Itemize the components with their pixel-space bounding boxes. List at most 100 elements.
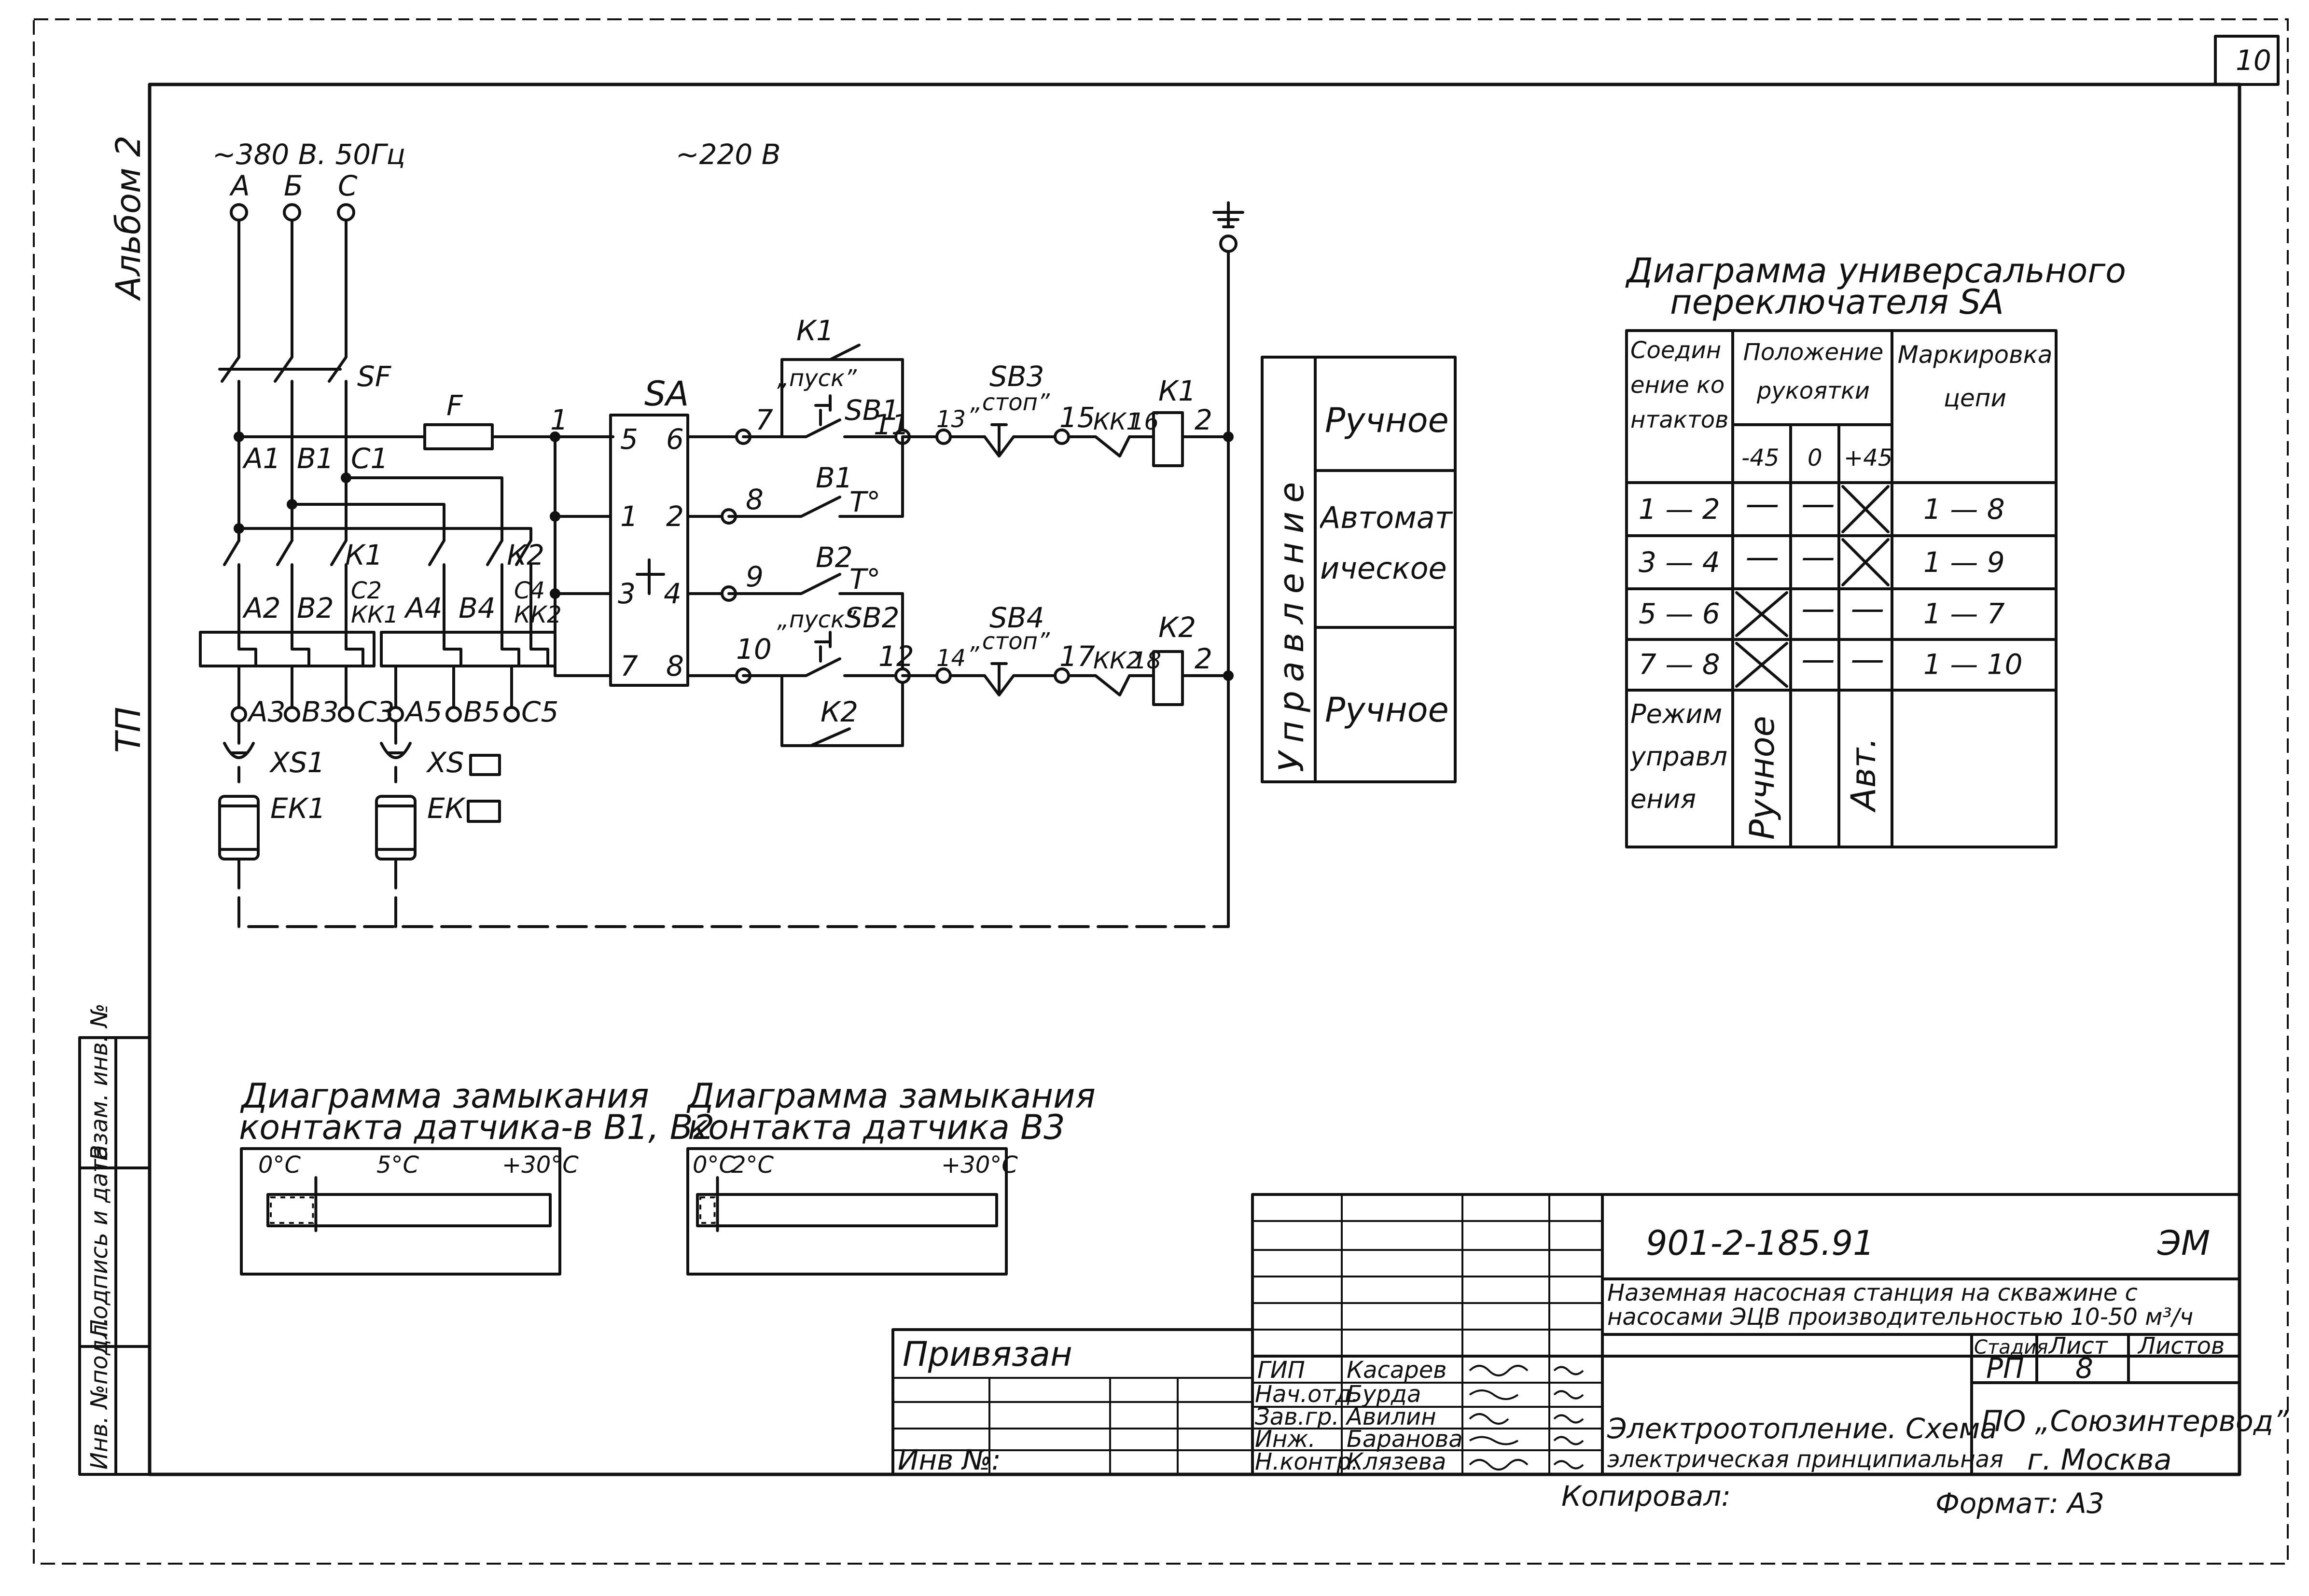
kk2-label: КК2	[1093, 647, 1141, 674]
sa-terminal-3: 3	[618, 577, 636, 610]
thermal-relay-kk2	[380, 631, 556, 667]
closure-range	[696, 1193, 998, 1227]
sa-closed-mark-icon	[1841, 538, 1890, 586]
closure2-title-2: контакта датчика В3	[688, 1108, 1065, 1147]
closure1-tick-0: 0°С	[258, 1152, 301, 1179]
phase-b-terminal	[283, 203, 301, 222]
name-head: Бурда	[1347, 1381, 1421, 1408]
album-label: Альбом 2	[109, 136, 148, 301]
sa-terminal-4: 4	[664, 577, 682, 610]
stage-value: РП	[1986, 1352, 2024, 1385]
sa-diagram-title-1: Диаграмма универсального	[1625, 251, 2126, 291]
coil-k2	[1152, 650, 1184, 706]
breaker-output-a1: А1	[242, 442, 281, 475]
k2-coil-label: К2	[1158, 611, 1196, 644]
output-c3: С3	[357, 695, 394, 728]
role-group: Зав.гр.	[1255, 1403, 1339, 1430]
role-norm: Н.контр.	[1255, 1448, 1359, 1475]
sa-terminal-8: 8	[666, 650, 684, 682]
heaters: XS1 XS ЕК1 ЕК	[218, 720, 1230, 928]
sa-row-contacts: 7 — 8	[1639, 648, 1720, 680]
closure2-tick-0: 0°С	[693, 1152, 736, 1179]
doc-mark: ЭМ	[2157, 1223, 2210, 1263]
switch-sa: SA 5 6 1 2 3 4 7 8 1	[550, 374, 689, 687]
doc-code: 901-2-185.91	[1646, 1223, 1875, 1263]
inv-label: Инв №:	[898, 1443, 1001, 1476]
sa-rows: 1 — 2——1 — 83 — 4——1 — 95 — 6——1 — 77 — …	[1639, 484, 2023, 688]
stamp-label-sign: Подпись и дата	[86, 1145, 113, 1337]
b2-sensor-label: В2	[816, 541, 853, 574]
sa-diagram-title-2: переключателя SA	[1670, 282, 2004, 322]
sa-header-marking: Маркировка цепи	[1897, 341, 2053, 412]
breaker-output-b1: В1	[297, 442, 334, 475]
wire-15: 15	[1059, 401, 1095, 434]
breaker-output-c1: С1	[351, 442, 388, 475]
wire-17: 17	[1059, 640, 1095, 673]
wire-14: 14	[936, 645, 966, 672]
sa-row-marking: 1 — 8	[1923, 493, 2005, 526]
sa-open-mark: —	[1745, 484, 1779, 524]
control-circuit: 7 8 9 10 К1 „пуск” SB1 11 В1 Т° В2 Т° К2…	[686, 201, 1244, 928]
thermal-contact-kk1	[1067, 435, 1155, 458]
role-gip: ГИП	[1257, 1357, 1305, 1384]
sa-terminal-2: 2	[666, 500, 684, 533]
sa-row-marking: 1 — 10	[1923, 648, 2023, 680]
sa-open-mark: —	[1850, 589, 1884, 628]
sheet-title-2: электрическая принципиальная	[1607, 1446, 2003, 1473]
wire-8: 8	[746, 483, 764, 516]
closure-diagram-b1b2: Диаграмма замыкания контакта датчика-в В…	[239, 1076, 714, 1276]
sa-closed-mark-icon	[1735, 591, 1788, 637]
wire-2a: 2	[1195, 403, 1212, 436]
sheet-value: 8	[2075, 1352, 2093, 1385]
closure2-tick-30: +30°С	[941, 1152, 1018, 1179]
closure2-title-1: Диаграмма замыкания	[686, 1076, 1096, 1116]
heater-ek1-label: ЕК1	[270, 792, 326, 825]
sa-mode-row-label: Режим управления	[1630, 699, 1727, 814]
coil-k1	[1152, 411, 1184, 467]
signatures-scribble	[1469, 1365, 1584, 1471]
stop-button-sb3	[983, 423, 1063, 458]
project-line-2: насосами ЭЦВ производительностью 10-50 м…	[1607, 1304, 2193, 1331]
section-label: ТП	[109, 707, 148, 753]
phase-a-label: А	[229, 169, 250, 202]
left-strip: Альбом 2 ТП Инв. №подл. Подпись и дата В…	[78, 136, 151, 1476]
breaker-label: SF	[357, 360, 392, 393]
sa-open-mark: —	[1745, 537, 1779, 577]
sa-mode-auto: Авт.	[1844, 737, 1883, 813]
closure1-title-1: Диаграмма замыкания	[240, 1076, 649, 1116]
closure1-tick-30: +30°С	[502, 1152, 579, 1179]
k1-contact-label: К1	[345, 539, 383, 571]
sa-open-mark: —	[1801, 639, 1835, 679]
k2-holding-label: К2	[821, 695, 858, 728]
mode-manual-1: Ручное	[1325, 401, 1449, 440]
output-c5: С5	[521, 695, 558, 728]
closure-diagram-b3: Диаграмма замыкания контакта датчика В3 …	[686, 1076, 1096, 1276]
phase-c-terminal	[337, 203, 355, 222]
stage-header: Стадия	[1974, 1336, 2048, 1359]
wire-10: 10	[736, 633, 772, 666]
organization-1: ПО „Союзинтервод”	[1981, 1404, 2289, 1438]
sheet-header: Лист	[2048, 1332, 2109, 1360]
ground-icon	[1212, 201, 1244, 228]
sa-row-marking: 1 — 7	[1923, 597, 2005, 630]
sb1-label: SB1	[845, 394, 900, 427]
mode-manual-2: Ручное	[1325, 690, 1449, 730]
k2-contact-a4: А4	[403, 592, 443, 625]
k1-contact-b2: В2	[297, 592, 334, 625]
stamp-label-inv: Инв. №подл.	[86, 1317, 113, 1470]
sa-header-position: Положение рукоятки	[1743, 339, 1884, 404]
sa-terminal-1: 1	[620, 500, 638, 533]
wire-13: 13	[936, 406, 966, 433]
name-eng: Баранова	[1347, 1426, 1463, 1453]
closure1-bar	[266, 1176, 552, 1232]
sb3-label: SB3	[989, 360, 1044, 393]
sa-pos-0: 0	[1808, 444, 1822, 472]
sa-header-connection: Соединение контактов	[1630, 337, 1729, 433]
sa-row-marking: 1 — 9	[1923, 546, 2005, 579]
name-norm: Клязева	[1347, 1448, 1446, 1475]
k1-holding-label: К1	[796, 314, 834, 347]
socket-xs1-label: XS1	[269, 746, 325, 779]
contactor-blocks: К1 А2 В2 С2 КК1 К2 А4 В4 С4 КК2 А3 В3 С3…	[199, 539, 562, 728]
sa-row-contacts: 1 — 2	[1639, 493, 1720, 526]
b1-temp-mark: Т°	[849, 486, 880, 518]
